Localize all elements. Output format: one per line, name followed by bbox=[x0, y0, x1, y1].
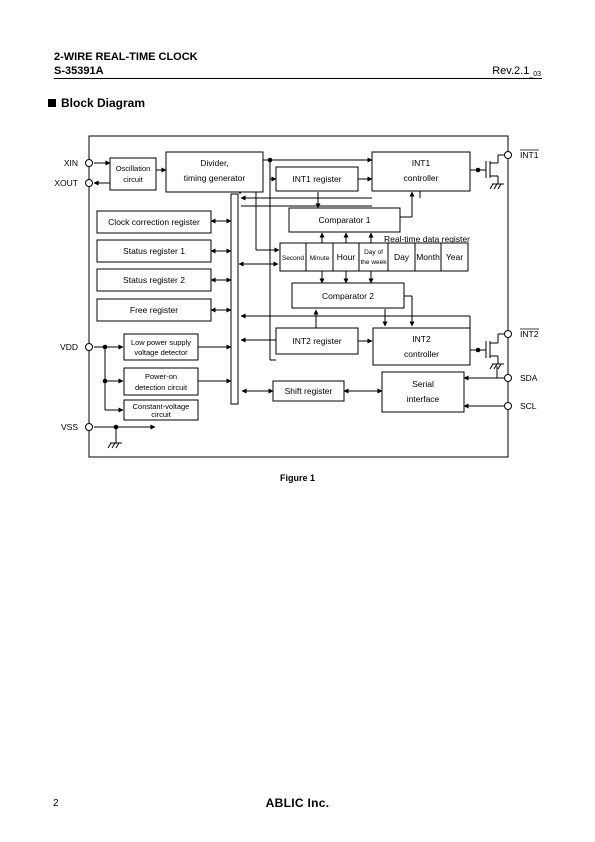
shift-register: Shift register bbox=[272, 380, 345, 402]
svg-text:Divider,: Divider, bbox=[200, 158, 228, 168]
svg-text:Comparator 2: Comparator 2 bbox=[322, 291, 374, 301]
realtime-cell-label: Month bbox=[416, 252, 440, 262]
pin-scl-label: SCL bbox=[520, 401, 537, 411]
realtime-cell: Hour bbox=[332, 242, 360, 272]
comparator-1: Comparator 1 bbox=[288, 207, 401, 233]
constant-voltage-circuit: Constant-voltage circuit bbox=[123, 399, 199, 421]
pin-int1-label: INT1 bbox=[520, 150, 539, 160]
realtime-cell-label: the week bbox=[360, 259, 387, 266]
ground-icon bbox=[489, 183, 504, 190]
document-title: 2-WIRE REAL-TIME CLOCK bbox=[54, 51, 198, 63]
wires bbox=[93, 157, 508, 443]
svg-text:Low power supply: Low power supply bbox=[131, 338, 191, 347]
ground-icon bbox=[489, 363, 504, 370]
power-on-detection-circuit: Power-on detection circuit bbox=[123, 367, 199, 396]
svg-text:INT1: INT1 bbox=[412, 158, 431, 168]
realtime-cell-label: Second bbox=[282, 255, 304, 262]
pin-labels: XIN XOUT VDD VSS INT1 INT2 SDA SCL bbox=[54, 149, 539, 432]
low-power-voltage-detector: Low power supply voltage detector bbox=[123, 333, 199, 361]
realtime-cell-label: Hour bbox=[337, 252, 356, 262]
divider-timing-generator: Divider, timing generator bbox=[165, 151, 264, 193]
revision-number: Rev.2.1 bbox=[492, 65, 530, 77]
realtime-cell: Second bbox=[279, 242, 307, 272]
int2-register: INT2 register bbox=[275, 327, 359, 355]
svg-text:INT2 register: INT2 register bbox=[292, 336, 341, 346]
brand-logo: ABLIC Inc. bbox=[265, 796, 330, 810]
clock-correction-register: Clock correction register bbox=[96, 210, 212, 234]
svg-text:controller: controller bbox=[404, 173, 439, 183]
svg-text:INT1 register: INT1 register bbox=[292, 174, 341, 184]
realtime-cell-label: Day bbox=[394, 252, 410, 262]
part-number: S-35391A bbox=[54, 65, 104, 77]
svg-text:Status register 1: Status register 1 bbox=[123, 246, 185, 256]
svg-text:interface: interface bbox=[407, 394, 440, 404]
svg-text:Serial: Serial bbox=[412, 379, 434, 389]
realtime-cell-label: Day of bbox=[364, 249, 383, 256]
int1-output-transistor bbox=[475, 154, 508, 184]
int1-controller: INT1 controller bbox=[371, 151, 471, 192]
realtime-cell-label: Minute bbox=[310, 255, 330, 262]
header-rule bbox=[54, 78, 542, 79]
realtime-cell: Day of the week bbox=[358, 242, 389, 272]
section-title: Block Diagram bbox=[61, 96, 146, 110]
svg-text:Shift register: Shift register bbox=[285, 386, 333, 396]
pin-vdd-label: VDD bbox=[60, 342, 78, 352]
internal-bus bbox=[230, 193, 239, 405]
svg-text:voltage detector: voltage detector bbox=[134, 348, 188, 357]
realtime-cell: Day bbox=[387, 242, 416, 272]
int2-controller: INT2 controller bbox=[372, 327, 471, 366]
realtime-cell: Year bbox=[440, 242, 469, 272]
ground-icon bbox=[107, 442, 122, 449]
pin-int2-label: INT2 bbox=[520, 329, 539, 339]
figure-caption: Figure 1 bbox=[279, 473, 315, 483]
svg-text:Clock correction register: Clock correction register bbox=[108, 217, 200, 227]
svg-text:circuit: circuit bbox=[151, 410, 172, 419]
serial-interface: Serial interface bbox=[381, 371, 465, 413]
pin-xin-label: XIN bbox=[64, 158, 78, 168]
svg-text:controller: controller bbox=[404, 349, 439, 359]
svg-text:Free register: Free register bbox=[130, 305, 178, 315]
svg-text:INT2: INT2 bbox=[412, 334, 431, 344]
int1-register: INT1 register bbox=[275, 166, 359, 192]
realtime-register-label: Real-time data register bbox=[384, 234, 470, 244]
pin-terminals bbox=[85, 151, 512, 431]
comparator-2: Comparator 2 bbox=[291, 282, 405, 309]
pin-vss-label: VSS bbox=[61, 422, 78, 432]
int2-output-transistor bbox=[475, 333, 508, 364]
chip-outline bbox=[88, 135, 509, 458]
section-heading: Block Diagram bbox=[48, 96, 145, 110]
realtime-data-register: Second Minute Hour Day of the week Day Month Ye… bbox=[279, 242, 469, 272]
realtime-cell-label: Year bbox=[446, 252, 463, 262]
status-register-1: Status register 1 bbox=[96, 239, 212, 263]
svg-text:Oscillation: Oscillation bbox=[116, 164, 151, 173]
oscillation-circuit: Oscillation circuit bbox=[109, 157, 157, 191]
realtime-cell: Month bbox=[414, 242, 442, 272]
revision-suffix: _03 bbox=[529, 71, 541, 78]
svg-text:Comparator 1: Comparator 1 bbox=[319, 215, 371, 225]
realtime-cell: Minute bbox=[305, 242, 334, 272]
status-register-2: Status register 2 bbox=[96, 268, 212, 292]
svg-text:detection circuit: detection circuit bbox=[135, 383, 188, 392]
svg-text:circuit: circuit bbox=[123, 175, 144, 184]
pin-xout-label: XOUT bbox=[54, 178, 78, 188]
page-number: 2 bbox=[53, 798, 59, 809]
svg-text:timing generator: timing generator bbox=[184, 173, 246, 183]
svg-text:Constant-voltage: Constant-voltage bbox=[133, 402, 190, 411]
bullet-square-icon bbox=[48, 99, 56, 107]
free-register: Free register bbox=[96, 298, 212, 322]
svg-text:Power-on: Power-on bbox=[145, 372, 177, 381]
revision: Rev.2.1_03 bbox=[492, 65, 541, 78]
pin-sda-label: SDA bbox=[520, 373, 538, 383]
svg-text:Status register 2: Status register 2 bbox=[123, 275, 185, 285]
